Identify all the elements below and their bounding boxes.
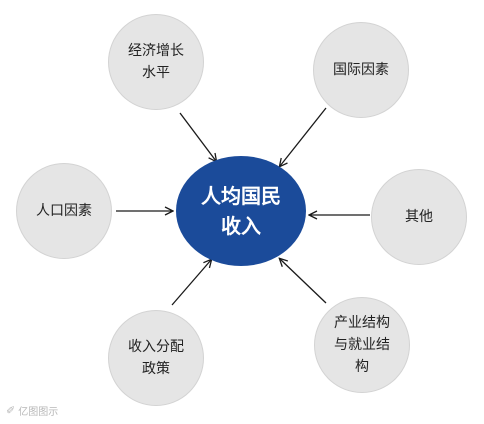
arrow-industrial-structure: [280, 259, 327, 304]
watermark: ✐ 亿图图示: [6, 403, 58, 418]
factor-international: 国际因素: [313, 22, 409, 118]
edraw-logo-icon: ✐: [6, 404, 16, 417]
arrow-international: [280, 107, 327, 166]
watermark-text: 亿图图示: [18, 407, 59, 418]
factor-industrial-structure: 产业结构 与就业结 构: [314, 297, 410, 393]
center-node-per-capita-income: 人均国民 收入: [176, 156, 306, 266]
factor-economic-growth: 经济增长 水平: [108, 14, 204, 110]
arrow-economic-growth: [179, 112, 216, 161]
factor-distribution-policy: 收入分配 政策: [108, 310, 204, 406]
arrow-distribution-policy: [171, 260, 211, 306]
factor-population: 人口因素: [16, 163, 112, 259]
factor-other: 其他: [371, 169, 467, 265]
